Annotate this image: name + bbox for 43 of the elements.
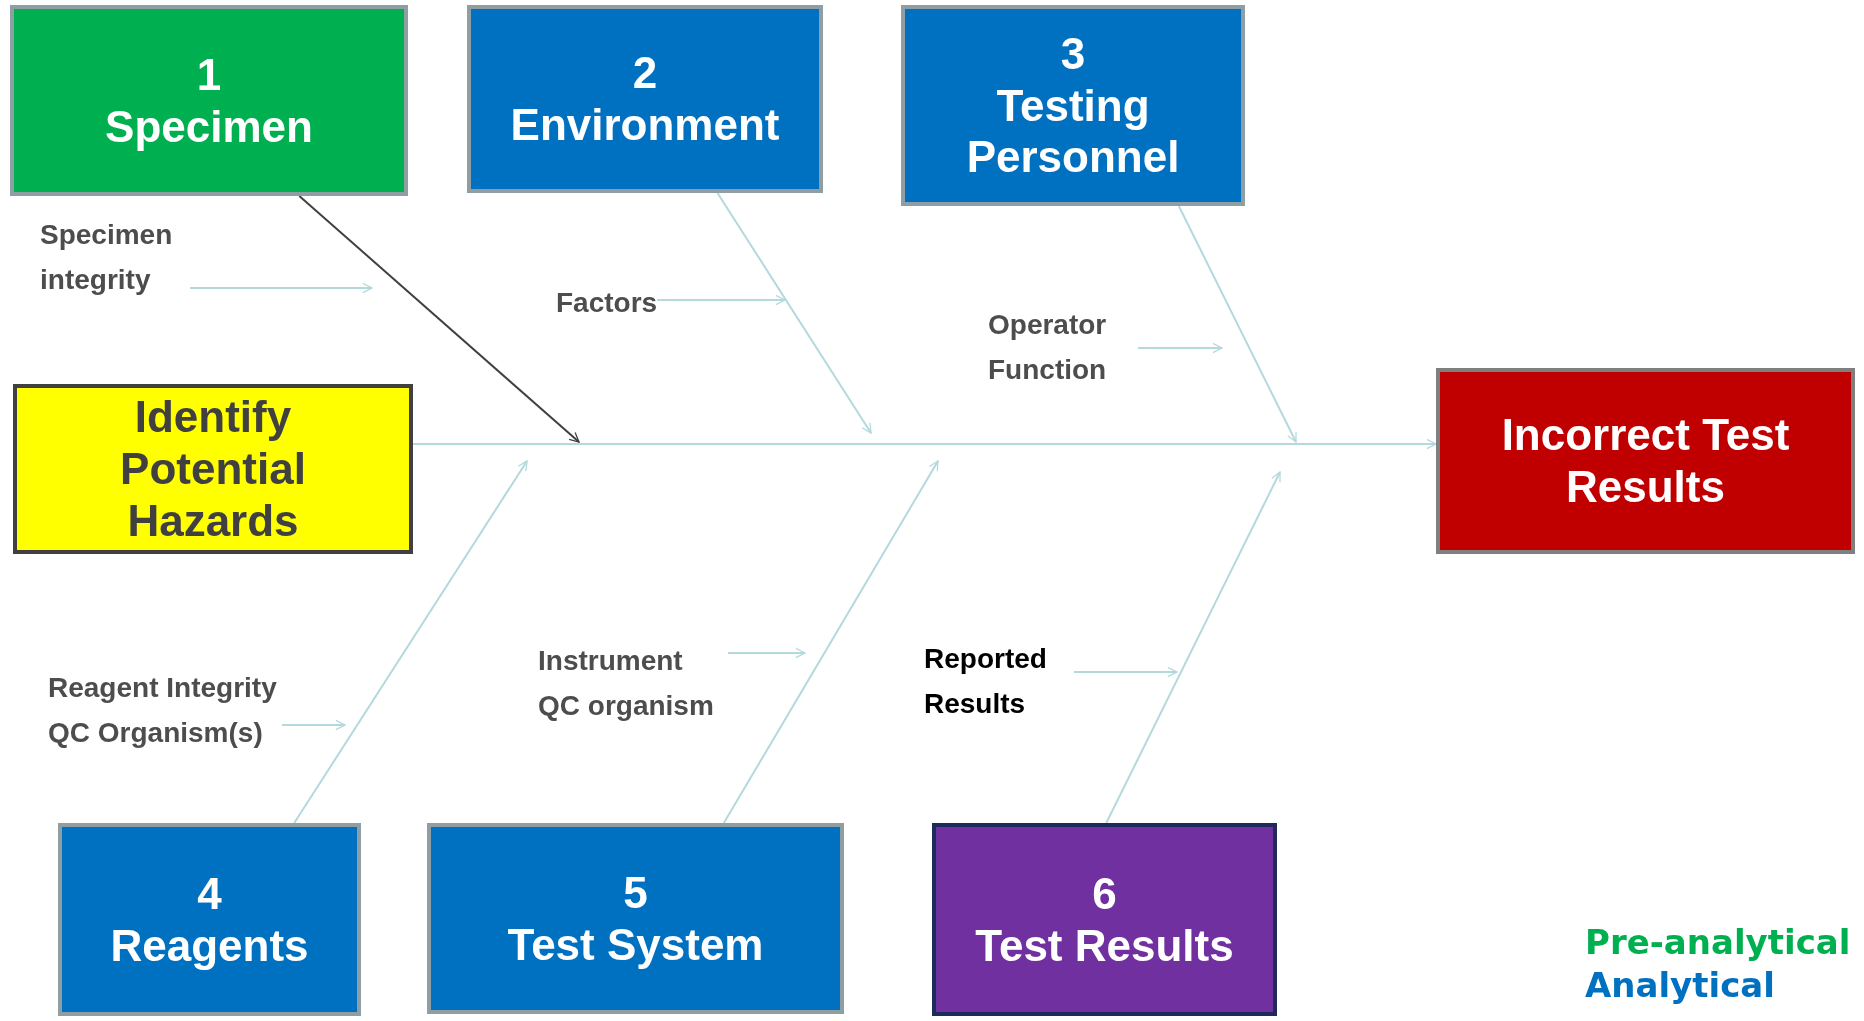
- box-number: 3: [1060, 27, 1086, 80]
- box-number: 2: [632, 47, 658, 99]
- arrow: [1105, 471, 1281, 824]
- category-box: [901, 5, 1245, 206]
- spine-arrow: [412, 438, 1437, 450]
- box-number: 1: [196, 48, 222, 101]
- phase-label: Pre-analytical: [1585, 922, 1851, 963]
- category-box: [58, 823, 361, 1016]
- arrow: [281, 719, 346, 731]
- arrow: [716, 192, 872, 434]
- arrow: [1177, 205, 1297, 443]
- box-title: Test Results: [975, 919, 1234, 972]
- box-title: Testing Personnel: [965, 79, 1181, 184]
- phase-label: Analytical: [1585, 965, 1775, 1006]
- hazard-box: [13, 384, 413, 554]
- arrow: [656, 294, 786, 306]
- category-box: [10, 5, 408, 196]
- cause-label: Operator Function: [988, 302, 1138, 392]
- arrow: [1073, 666, 1178, 678]
- box-title: Reagents: [110, 919, 309, 972]
- category-box: [932, 823, 1277, 1016]
- arrow: [298, 195, 580, 443]
- box-number: 6: [1092, 867, 1117, 920]
- cause-label: Instrument QC organism: [538, 638, 728, 728]
- cause-label: Reagent Integrity QC Organism(s): [48, 665, 282, 755]
- arrow: [293, 460, 528, 824]
- arrow: [1137, 342, 1223, 354]
- cause-label: Factors: [556, 280, 658, 325]
- effect-box: [1436, 368, 1855, 554]
- cause-label: Reported Results: [924, 636, 1074, 726]
- category-box: [467, 5, 823, 193]
- box-title: Specimen: [105, 100, 313, 153]
- box-title: Identify Potential Hazards: [119, 391, 307, 547]
- box-number: 4: [197, 867, 222, 920]
- box-number: 5: [623, 866, 648, 919]
- cause-label: Specimen integrity: [40, 212, 190, 302]
- box-title: Test System: [507, 918, 764, 971]
- category-box: [427, 823, 844, 1014]
- box-title: Environment: [510, 99, 780, 151]
- box-title: Incorrect Test Results: [1500, 409, 1791, 513]
- arrow: [722, 460, 939, 824]
- arrow: [189, 282, 373, 294]
- arrow: [727, 647, 806, 659]
